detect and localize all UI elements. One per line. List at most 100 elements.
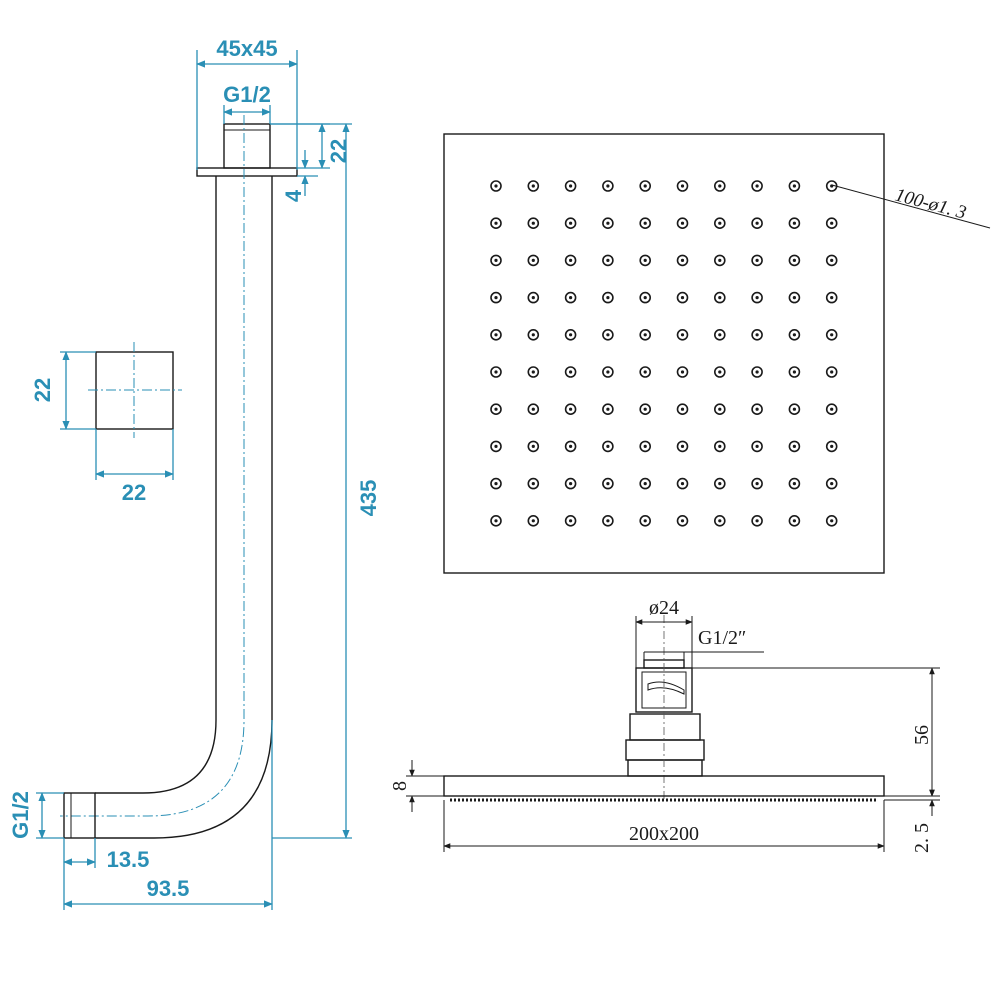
nozzle	[490, 477, 502, 490]
label-total-reach: 93.5	[147, 876, 190, 901]
nozzle-center	[718, 221, 722, 225]
nozzle-center	[494, 221, 498, 225]
label-connector-thread: G1/2″	[698, 627, 746, 649]
nozzle-center	[792, 407, 797, 411]
nozzle-center	[494, 519, 498, 523]
nozzle-center	[643, 333, 647, 337]
nozzle	[788, 514, 801, 527]
nozzle	[788, 254, 801, 267]
nozzle-center	[792, 296, 797, 300]
nozzle-center	[718, 258, 722, 262]
nozzle	[564, 403, 577, 416]
nozzle	[676, 180, 689, 192]
nozzle-center	[755, 184, 759, 188]
nozzle-center	[569, 296, 573, 300]
nozzle	[713, 328, 726, 341]
nozzle	[676, 403, 689, 416]
nozzle	[788, 366, 801, 378]
nozzle	[751, 477, 763, 490]
nozzle	[639, 366, 652, 378]
nozzle-center	[606, 333, 610, 337]
label-connector-diameter: ø24	[649, 597, 679, 619]
nozzle	[527, 254, 540, 267]
nozzle	[564, 217, 577, 229]
nozzle-center	[792, 482, 797, 486]
nozzle	[788, 328, 801, 341]
nozzle	[602, 180, 614, 192]
nozzle	[639, 180, 652, 192]
nozzle-center	[830, 333, 834, 337]
nozzle	[490, 440, 502, 453]
label-nozzles: 100-ø1. 3	[893, 185, 969, 224]
nozzle	[788, 217, 801, 229]
nozzle	[676, 291, 689, 304]
nozzle	[602, 514, 614, 527]
nozzle-center	[494, 184, 498, 188]
nozzle	[751, 291, 763, 304]
arm-flange	[196, 167, 298, 177]
nozzle-center	[830, 519, 834, 523]
nozzle	[751, 514, 763, 527]
nozzle-center	[606, 258, 610, 262]
nozzle	[602, 217, 614, 229]
nozzle-center	[792, 519, 797, 523]
nozzle-center	[531, 519, 535, 523]
nozzle-center	[606, 296, 610, 300]
nozzle-center	[643, 296, 647, 300]
nozzle	[564, 291, 577, 304]
label-end-thread: G1/2	[8, 791, 33, 839]
nozzle	[676, 366, 689, 378]
nozzle-center	[569, 407, 573, 411]
nozzle	[676, 217, 689, 229]
nozzle-center	[643, 184, 647, 188]
nozzle	[564, 254, 577, 267]
label-top-thread: G1/2	[223, 82, 271, 107]
nozzle	[713, 440, 726, 453]
nozzle	[639, 403, 652, 416]
nozzle	[602, 440, 614, 453]
nozzle	[490, 366, 502, 378]
nozzle-center	[830, 482, 834, 486]
nozzle	[751, 440, 763, 453]
nozzle	[564, 440, 577, 453]
nozzle-center	[792, 444, 797, 448]
nozzle	[751, 180, 763, 192]
nozzle-center	[606, 370, 610, 374]
nozzle-center	[792, 333, 797, 337]
nozzle	[788, 403, 801, 416]
nozzle	[825, 514, 838, 527]
nozzle	[527, 514, 540, 527]
nozzle	[676, 328, 689, 341]
nozzle-center	[718, 296, 722, 300]
nozzle	[751, 366, 763, 378]
nozzle-center	[755, 444, 759, 448]
nozzle	[490, 217, 502, 229]
nozzle-center	[718, 519, 722, 523]
label-section-height: 22	[30, 378, 55, 402]
nozzle	[602, 328, 614, 341]
nozzle-center	[569, 370, 573, 374]
nozzle-center	[755, 258, 759, 262]
nozzle-center	[755, 333, 759, 337]
nozzle	[564, 366, 577, 378]
nozzle-center	[494, 296, 498, 300]
nozzle-center	[755, 296, 759, 300]
nozzle	[713, 366, 726, 378]
label-end-length: 13.5	[107, 847, 150, 872]
nozzle-center	[680, 482, 685, 486]
nozzle-center	[680, 370, 685, 374]
nozzle	[825, 366, 838, 378]
nozzle-center	[643, 519, 647, 523]
nozzle	[713, 254, 726, 267]
nozzle-center	[606, 444, 610, 448]
nozzle	[639, 254, 652, 267]
nozzle-center	[569, 221, 573, 225]
nozzle	[788, 180, 801, 192]
label-flange-size: 45x45	[216, 36, 277, 61]
nozzle-center	[643, 258, 647, 262]
nozzle-center	[531, 296, 535, 300]
nozzle	[527, 291, 540, 304]
nozzle-center	[531, 444, 535, 448]
shower-arm: 45x45 G1/2 22 4 435 22 22	[8, 36, 381, 910]
